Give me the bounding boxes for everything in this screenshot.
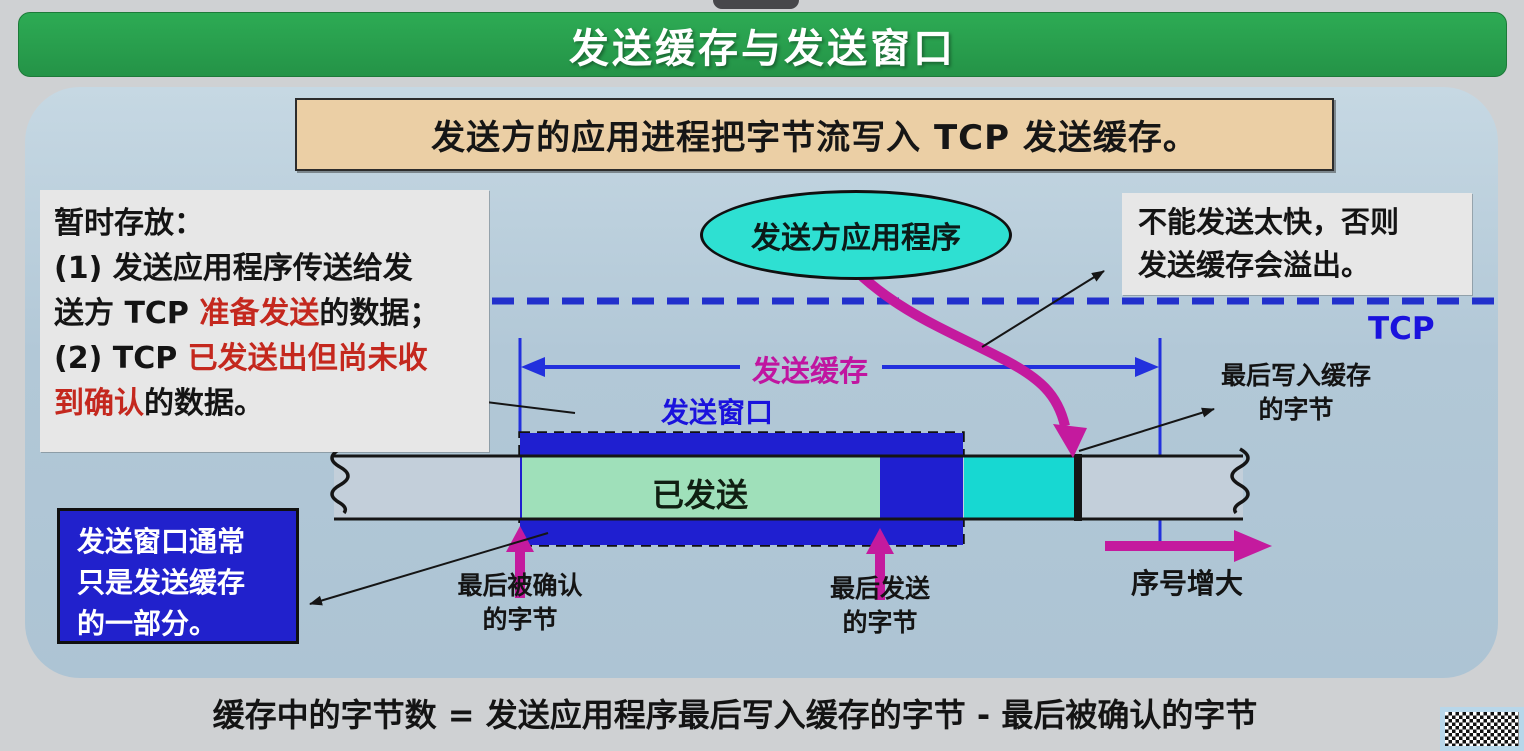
last-acked-label: 最后被确认 的字节 [430, 569, 610, 637]
bar-left-break [330, 447, 350, 515]
last-written-line2: 的字节 [1258, 395, 1334, 424]
last-sent-label: 最后发送 的字节 [790, 572, 970, 640]
seq-increase-arrow-head [1234, 530, 1272, 562]
last-sent-pointer-head [866, 528, 894, 554]
item2-red1-text: 已发送出但尚未收 [187, 341, 428, 376]
item2-black-text: (2) TCP [54, 341, 188, 376]
qr-code-pattern [1445, 712, 1519, 746]
app-write-curve-head [1053, 424, 1087, 458]
send-buffer-label: 发送缓存 [751, 354, 868, 388]
item2-suffix-text: 的数据。 [144, 386, 264, 421]
last-written-divider [1074, 454, 1082, 521]
window-subset-line3: 的一部分。 [77, 607, 218, 640]
temp-storage-heading-text: 暂时存放： [54, 206, 204, 241]
subtitle-text: 发送方的应用进程把字节流写入 TCP 发送缓存。 [431, 118, 1198, 158]
temp-storage-note: 暂时存放： (1) 发送应用程序传送给发 送方 TCP 准备发送的数据； (2)… [40, 190, 489, 452]
sender-application-ellipse: 发送方应用程序 [700, 190, 1012, 280]
item1-line1-text: (1) 发送应用程序传送给发 [54, 251, 413, 286]
item1-red-text: 准备发送 [199, 296, 320, 331]
bar-right-break [1230, 447, 1250, 515]
send-window-label: 发送窗口 [660, 396, 773, 429]
sent-segment-label: 已发送 [651, 476, 748, 514]
buffer-measure-arrowhead-left [521, 357, 545, 377]
temp-storage-item1-line1: (1) 发送应用程序传送给发 [54, 246, 489, 291]
last-acked-line1: 最后被确认 [457, 571, 583, 600]
tcp-label: TCP [1368, 311, 1435, 347]
item2-red2-text: 到确认 [54, 386, 144, 421]
last-written-label: 最后写入缓存 的字节 [1196, 359, 1396, 427]
written-not-sent-segment [964, 457, 1075, 518]
app-write-curve [847, 262, 1070, 428]
sent-segment [522, 457, 880, 518]
temp-storage-heading: 暂时存放： [54, 201, 489, 246]
buffer-measure-arrowhead-right [1135, 357, 1159, 377]
qr-code [1440, 707, 1524, 751]
temp-storage-item1-line2: 送方 TCP 准备发送的数据； [54, 291, 489, 336]
slide-title-bar: 发送缓存与发送窗口 [18, 12, 1507, 77]
item1-suffix-text: 的数据； [319, 296, 440, 331]
temp-storage-item2-line1: (2) TCP 已发送出但尚未收 [54, 336, 489, 381]
seq-increase-label: 序号增大 [1130, 567, 1243, 600]
overflow-warning-line1: 不能发送太快，否则 [1138, 205, 1400, 239]
overflow-warning-line2: 发送缓存会溢出。 [1138, 248, 1371, 282]
last-written-line1: 最后写入缓存 [1220, 361, 1371, 390]
last-sent-line1: 最后发送 [829, 574, 930, 603]
last-acked-line2: 的字节 [482, 605, 558, 634]
last-acked-pointer-head [506, 526, 534, 552]
sender-application-label: 发送方应用程序 [751, 221, 961, 256]
subtitle-box: 发送方的应用进程把字节流写入 TCP 发送缓存。 [295, 98, 1334, 171]
window-subset-line2: 只是发送缓存 [77, 566, 246, 599]
arrow-to-window-note [309, 532, 549, 606]
last-sent-line2: 的字节 [842, 608, 918, 637]
buffer-bytes-formula: 缓存中的字节数 = 发送应用程序最后写入缓存的字节 - 最后被确认的字节 [212, 696, 1258, 734]
window-subset-line1: 发送窗口通常 [77, 525, 246, 558]
slide-title: 发送缓存与发送窗口 [569, 25, 956, 72]
overflow-warning-note: 不能发送太快，否则 发送缓存会溢出。 [1122, 193, 1472, 295]
item1-black-text: 送方 TCP [54, 296, 200, 331]
arrow-to-last-written-label [1078, 407, 1215, 452]
temp-storage-item2-line2: 到确认的数据。 [54, 381, 489, 426]
window-subset-note: 发送窗口通常 只是发送缓存 的一部分。 [57, 508, 299, 644]
arrow-to-right-note [981, 270, 1105, 348]
top-notch-decoration [713, 0, 799, 9]
